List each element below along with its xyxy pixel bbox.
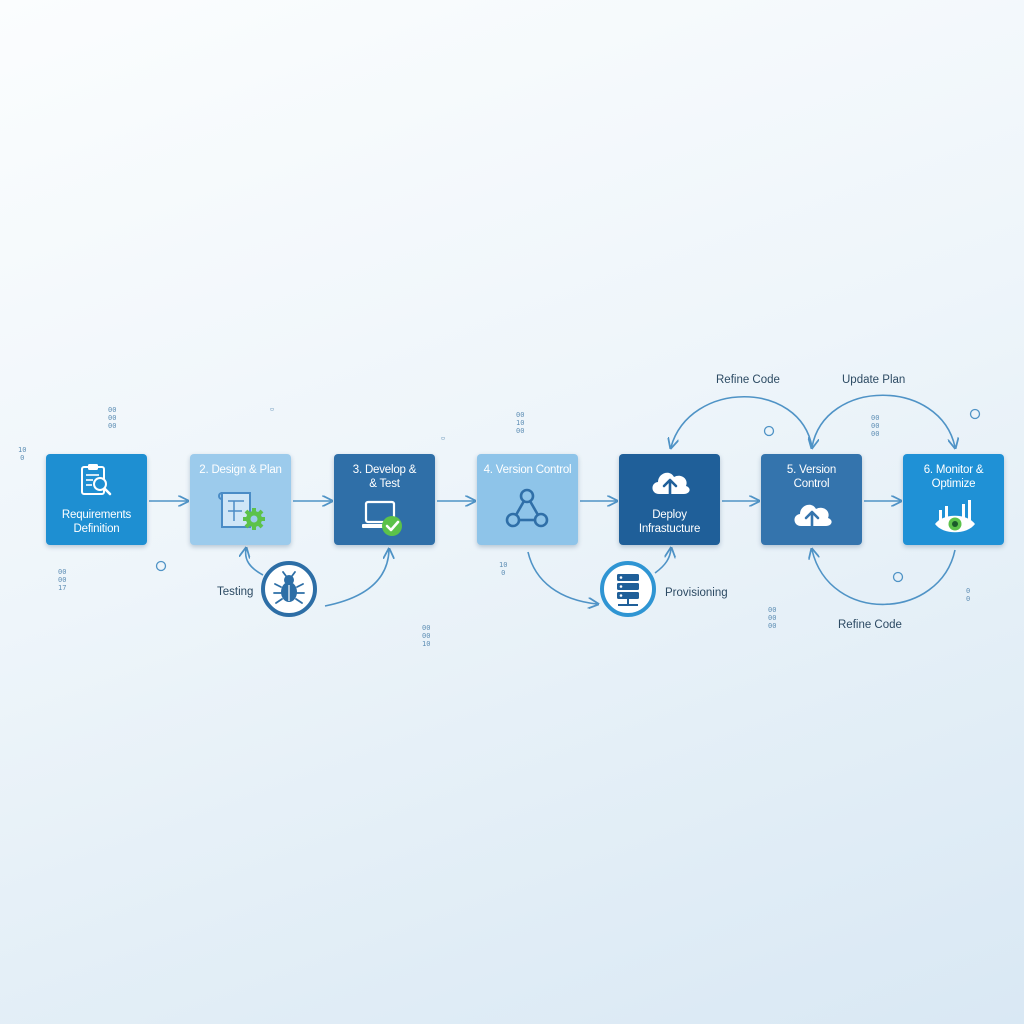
decor-ring: [155, 560, 167, 572]
cloud-upload-icon: [652, 472, 690, 497]
update-plan-label: Update Plan: [842, 374, 906, 386]
server-icon: [617, 574, 639, 606]
chart-eye-icon: [935, 500, 975, 533]
step-version-control-4[interactable]: 4. Version Control: [477, 454, 578, 545]
step-label: Requirements Definition: [61, 509, 132, 535]
refine-code-top-label: Refine Code: [716, 374, 780, 386]
testing-node[interactable]: [261, 561, 317, 617]
step-deploy-infrastructure[interactable]: Deploy Infrastucture: [619, 454, 720, 545]
decor-ring: [969, 408, 981, 420]
decor-ring: [892, 571, 904, 583]
testing-loop-right-arrow: [324, 550, 389, 607]
update-plan-arc: [812, 394, 955, 447]
testing-loop-left-arrow: [246, 549, 264, 576]
step-label: 6. Monitor & Optimize: [923, 464, 984, 490]
step-label-line1: 3. Develop &: [352, 464, 417, 476]
step-label: 5. Version Control: [786, 464, 837, 490]
refine-code-bottom-label: Refine Code: [838, 619, 902, 631]
clipboard-search-icon: [81, 464, 112, 496]
step-version-control-5[interactable]: 5. Version Control: [761, 454, 862, 545]
bug-icon: [273, 571, 305, 604]
step-label: Deploy Infrastucture: [638, 509, 701, 535]
provisioning-loop-left-arrow: [527, 551, 597, 604]
refine-code-top-arc: [671, 395, 813, 447]
step-develop-test[interactable]: 3. Develop & & Test: [334, 454, 435, 545]
git-branch-icon: [505, 488, 549, 528]
blueprint-gear-icon: [218, 492, 265, 530]
provisioning-loop-right-arrow: [654, 549, 671, 574]
step-label-line2: & Test: [369, 478, 400, 490]
step-label: 2. Design & Plan: [199, 464, 282, 476]
provisioning-label: Provisioning: [665, 587, 728, 599]
binary-decor: ▫: [270, 405, 275, 413]
laptop-check-icon: [362, 500, 402, 536]
testing-label: Testing: [217, 586, 254, 598]
step-monitor-optimize[interactable]: 6. Monitor & Optimize: [903, 454, 1004, 545]
decor-ring: [763, 425, 775, 437]
binary-decor: ▫: [441, 434, 446, 442]
step-design-plan[interactable]: 2. Design & Plan: [190, 454, 291, 545]
step-label: 4. Version Control: [483, 464, 572, 476]
cloud-upload-icon: [794, 504, 832, 529]
step-requirements-definition[interactable]: Requirements Definition: [46, 454, 147, 545]
refine-code-bottom-arc: [812, 550, 956, 606]
provisioning-node[interactable]: [600, 561, 656, 617]
